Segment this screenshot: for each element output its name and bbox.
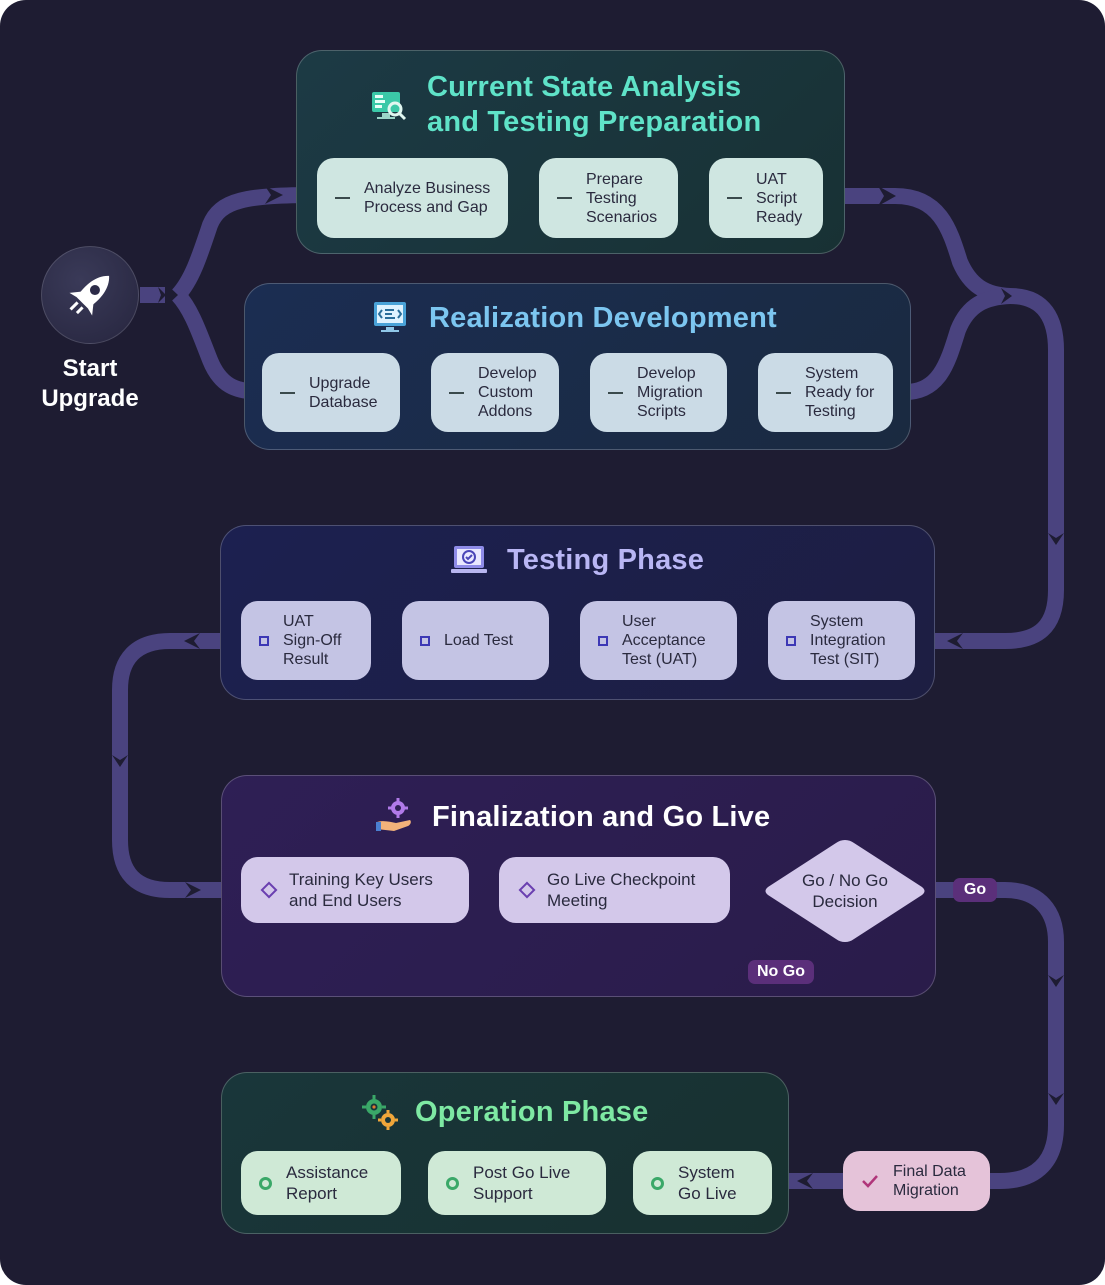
analysis-monitor-icon [372,92,407,121]
square-marker [420,635,430,646]
circle-marker [651,1176,664,1190]
go-badge: Go [953,878,997,902]
step-label: Assistance Report [286,1163,369,1203]
step-label: Go Live Checkpoint Meeting [547,870,696,910]
connector-to-realization [171,289,263,400]
square-marker [598,635,608,646]
step-load-test[interactable]: Load Test [402,601,549,680]
step-label: Prepare Testing Scenarios [586,170,658,226]
connector-system-ready-merge [892,288,1011,400]
start-node [41,246,139,344]
step-assistance-report[interactable]: Assistance Report [241,1151,401,1215]
test-laptop-icon [451,546,487,573]
dash-marker [727,197,742,199]
square-marker [259,635,269,646]
step-analyze-business-process[interactable]: Analyze Business Process and Gap [317,158,508,238]
step-training-key-users[interactable]: Training Key Users and End Users [241,857,469,923]
step-label: Training Key Users and End Users [289,870,433,910]
connector-go-to-final [924,882,1064,1189]
diamond-marker [518,881,536,899]
dash-marker [449,391,464,394]
hand-gear-icon [376,798,411,831]
connector-merge-to-sit [915,288,1064,649]
step-system-ready-for-testing[interactable]: System Ready for Testing [758,353,893,432]
step-label: User Acceptance Test (UAT) [622,613,706,668]
step-develop-custom-addons[interactable]: Develop Custom Addons [431,353,559,432]
connector-uat-script-merge [822,188,1011,304]
step-go-live-checkpoint-meeting[interactable]: Go Live Checkpoint Meeting [499,857,730,923]
decision-label: Go / No Go Decision [802,871,888,911]
dash-marker [280,391,295,394]
step-label: Post Go Live Support [473,1163,571,1203]
code-monitor-icon [374,302,406,332]
step-user-acceptance-test[interactable]: User Acceptance Test (UAT) [580,601,737,680]
connector-to-current-state [171,187,319,301]
step-system-integration-test[interactable]: System Integration Test (SIT) [768,601,915,680]
dash-marker [608,391,623,394]
circle-marker [259,1176,272,1190]
step-label: Analyze Business Process and Gap [364,180,491,216]
step-uat-script-ready[interactable]: UAT Script Ready [709,158,823,238]
step-uat-sign-off-result[interactable]: UAT Sign-Off Result [241,601,371,680]
step-post-go-live-support[interactable]: Post Go Live Support [428,1151,606,1215]
dash-marker [557,197,572,199]
step-label: Upgrade Database [309,374,378,411]
phase-title-operation: Operation Phase [415,1096,649,1128]
step-label: UAT Sign-Off Result [283,613,342,668]
check-icon [862,1175,878,1188]
square-marker [786,635,796,646]
phase-title-realization: Realization Development [429,302,777,334]
dash-marker [776,391,791,394]
step-label: UAT Script Ready [756,170,803,226]
step-label: Load Test [444,632,514,649]
step-develop-migration-scripts[interactable]: Develop Migration Scripts [590,353,727,432]
step-final-data-migration[interactable]: Final Data Migration [843,1151,990,1211]
decision-diamond[interactable] [762,837,928,945]
step-system-go-live[interactable]: System Go Live [633,1151,772,1215]
no-go-badge: No Go [748,960,814,984]
step-label: Develop Custom Addons [478,365,537,420]
step-label: Final Data Migration [893,1163,966,1199]
diamond-marker [260,881,278,899]
step-label: System Go Live [678,1163,737,1203]
step-upgrade-database[interactable]: Upgrade Database [262,353,400,432]
rocket-icon [69,275,110,316]
step-label: Develop Migration Scripts [637,365,703,420]
step-label: System Ready for Testing [805,365,875,420]
gears-icon [362,1095,398,1130]
phase-title-testing: Testing Phase [507,544,705,576]
circle-marker [446,1176,459,1190]
start-label: Start Upgrade [41,355,139,412]
phase-title-current-state: Current State Analysis and Testing Prepa… [427,71,762,138]
dash-marker [335,197,350,199]
step-label: System Integration Test (SIT) [810,613,886,668]
step-prepare-testing-scenarios[interactable]: Prepare Testing Scenarios [539,158,678,238]
phase-title-finalization: Finalization and Go Live [432,801,771,833]
